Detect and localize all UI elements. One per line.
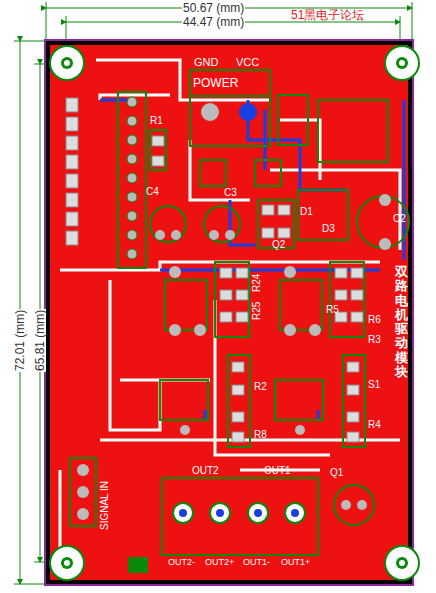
smd-pad bbox=[347, 362, 359, 372]
header-pad bbox=[127, 211, 137, 221]
silkscreen-label: OUT1+ bbox=[281, 558, 310, 567]
silkscreen-label: POWER bbox=[193, 77, 238, 89]
silkscreen-label: OUT2+ bbox=[205, 558, 234, 567]
smd-pad bbox=[236, 312, 248, 322]
silkscreen-label: OUT2 bbox=[192, 466, 219, 476]
smd-pad bbox=[232, 362, 244, 372]
header-pad bbox=[66, 136, 78, 150]
silkscreen-label: R25 bbox=[252, 302, 262, 320]
header-pad bbox=[66, 231, 78, 245]
smd-pad bbox=[335, 290, 347, 300]
dimension-label: 50.67 (mm) bbox=[182, 2, 245, 14]
silkscreen-label: C2 bbox=[393, 214, 406, 224]
smd-pad bbox=[152, 156, 164, 166]
dimension-label: 72.01 (mm) bbox=[14, 309, 26, 372]
smd-pad bbox=[347, 385, 359, 395]
smd-pad bbox=[236, 268, 248, 278]
smd-pad bbox=[335, 268, 347, 278]
header-pad bbox=[127, 135, 137, 145]
header-pad bbox=[127, 116, 137, 126]
dimension-label: 44.47 (mm) bbox=[182, 16, 245, 28]
header-pad bbox=[66, 193, 78, 207]
silkscreen-label: R24 bbox=[252, 274, 262, 292]
dimension-label: 51黑电子论坛 bbox=[290, 9, 365, 21]
header-pad bbox=[66, 174, 78, 188]
smd-pad bbox=[262, 205, 274, 215]
header-pad bbox=[66, 212, 78, 226]
smd-pad bbox=[220, 268, 232, 278]
silkscreen-label: Q1 bbox=[330, 468, 343, 478]
dimension-label: 65.81 (mm) bbox=[34, 309, 46, 372]
header-pad bbox=[127, 97, 137, 107]
silkscreen-label: SIGNAL IN bbox=[100, 481, 110, 530]
silkscreen-label: R6 bbox=[368, 315, 381, 325]
silkscreen-label: C3 bbox=[224, 188, 237, 198]
header-pad bbox=[127, 154, 137, 164]
silkscreen-label: VCC bbox=[236, 57, 259, 68]
silkscreen-label: OUT1 bbox=[264, 466, 291, 476]
smd-pad bbox=[262, 228, 274, 238]
silkscreen-label: S1 bbox=[368, 380, 380, 390]
smd-pad bbox=[351, 268, 363, 278]
smd-pad bbox=[232, 385, 244, 395]
smd-pad bbox=[347, 432, 359, 442]
silkscreen-label: D1 bbox=[300, 207, 313, 217]
silkscreen-label: C4 bbox=[146, 187, 159, 197]
silkscreen-label: R2 bbox=[254, 382, 267, 392]
smd-pad bbox=[351, 290, 363, 300]
silkscreen-label: R1 bbox=[150, 116, 163, 126]
silkscreen-label: D3 bbox=[322, 224, 335, 234]
silkscreen-label: R3 bbox=[368, 335, 381, 345]
smd-pad bbox=[347, 412, 359, 422]
silkscreen-label: OUT2- bbox=[168, 558, 195, 567]
smd-pad bbox=[232, 412, 244, 422]
header-pad bbox=[66, 98, 78, 112]
header-pad bbox=[127, 230, 137, 240]
board-title: 双路电机驱动模块 bbox=[395, 265, 408, 379]
silkscreen-label: R8 bbox=[254, 430, 267, 440]
header-pad bbox=[66, 155, 78, 169]
silkscreen-label: OUT1- bbox=[243, 558, 270, 567]
silkscreen-label: GND bbox=[194, 57, 218, 68]
smd-pad bbox=[220, 290, 232, 300]
smd-pad bbox=[351, 312, 363, 322]
silkscreen-label: Q2 bbox=[272, 240, 285, 250]
header-pad bbox=[127, 192, 137, 202]
smd-pad bbox=[220, 312, 232, 322]
smd-pad bbox=[152, 136, 164, 146]
header-pad bbox=[66, 117, 78, 131]
smd-pad bbox=[278, 228, 290, 238]
smd-pad bbox=[232, 432, 244, 442]
smd-pad bbox=[236, 290, 248, 300]
smd-pad bbox=[278, 205, 290, 215]
silkscreen-label: R4 bbox=[368, 420, 381, 430]
header-pad bbox=[127, 249, 137, 259]
silkscreen-label: R5 bbox=[326, 305, 339, 315]
header-pad bbox=[127, 173, 137, 183]
